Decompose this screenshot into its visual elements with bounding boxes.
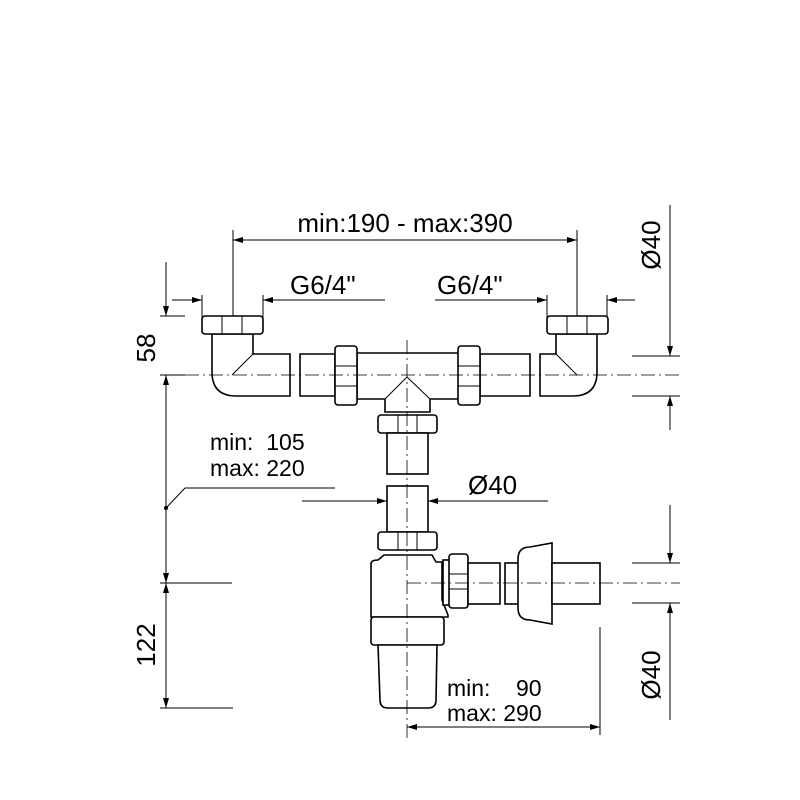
outlet-length-max: max: 290 <box>447 700 542 726</box>
tube-length-max: max: 220 <box>210 455 305 481</box>
thread-right-label: G6/4" <box>437 270 503 300</box>
tube-length-min: min: 105 <box>210 429 305 455</box>
top-width-label: min:190 - max:390 <box>297 208 512 238</box>
tube-diameter-dimension: Ø40 <box>302 470 548 504</box>
thread-dimensions: G6/4" G6/4" <box>172 270 635 318</box>
double-bowl-siphon <box>201 315 609 709</box>
outlet-length-dimension: min: 90 max: 290 <box>407 627 601 735</box>
outlet-diameter-dimensions: Ø40 Ø40 <box>632 205 680 720</box>
thread-left-label: G6/4" <box>290 270 356 300</box>
outlet-length-min: min: 90 <box>447 675 542 701</box>
outlet-diameter-bottom-label: Ø40 <box>636 650 666 699</box>
outlet-diameter-top-label: Ø40 <box>636 220 666 269</box>
height-dimensions: 58 122 min: 105 max: 220 <box>131 262 335 709</box>
centerlines <box>185 340 680 740</box>
height-upper-label: 58 <box>131 334 161 363</box>
tube-diameter-label: Ø40 <box>468 470 517 500</box>
top-width-dimension: min:190 - max:390 <box>232 208 578 318</box>
height-lower-label: 122 <box>131 623 161 666</box>
